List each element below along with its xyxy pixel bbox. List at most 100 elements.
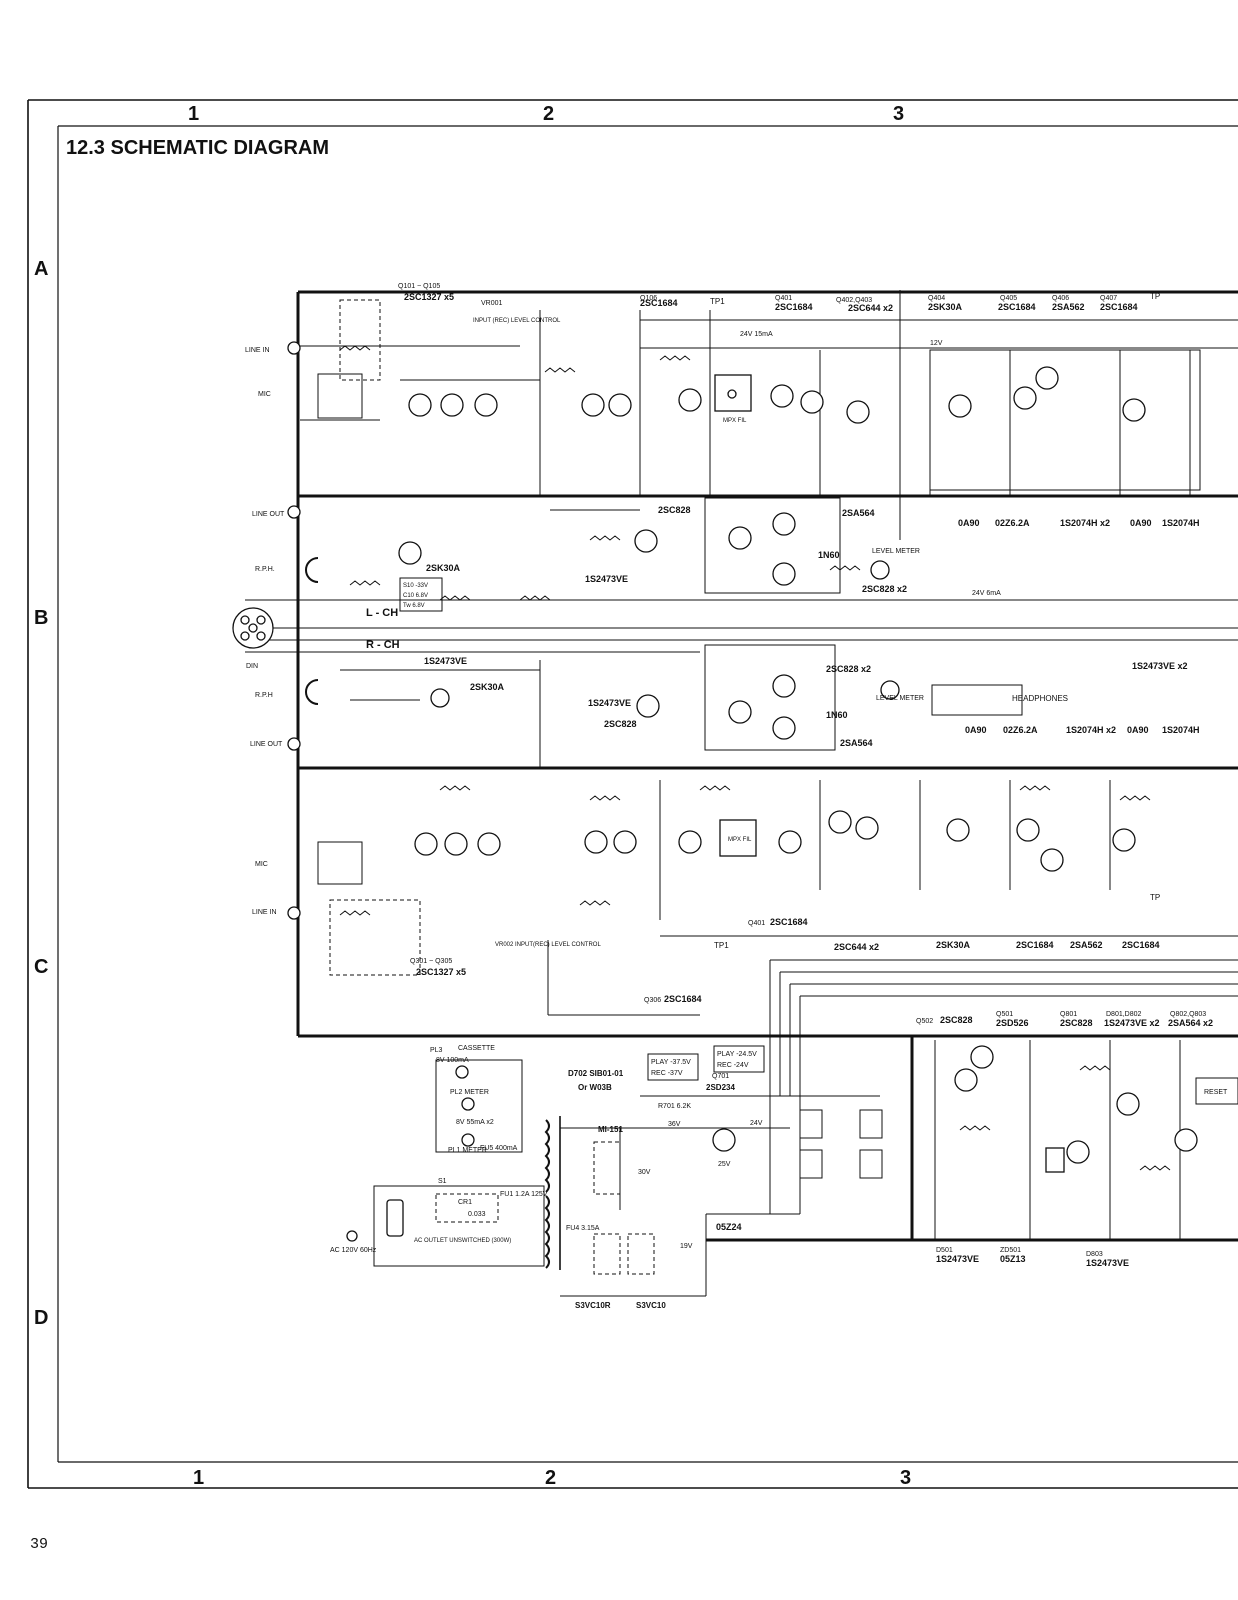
q701-type: 2SD234 <box>706 1083 735 1092</box>
q406-ref: Q406 <box>1052 295 1069 302</box>
q605b-type: 2SA564 <box>840 738 873 748</box>
line-in-label-lower: LINE IN <box>252 909 277 916</box>
play-rec-1: PLAY -37.5V <box>651 1059 691 1066</box>
grid-col-3-top: 3 <box>893 103 904 125</box>
d801-type: 1S2473VE x2 <box>1104 1018 1160 1028</box>
d-low-1: 0A90 <box>965 725 987 735</box>
q502-ref: Q502 <box>916 1018 933 1025</box>
transistor-q502 <box>954 1068 978 1092</box>
mic-label-lower: MIC <box>255 861 268 868</box>
q401-ref: Q401 <box>775 295 792 302</box>
pl1-label: PL1 METER <box>448 1147 487 1154</box>
q802-type: 2SA564 x2 <box>1168 1018 1213 1028</box>
mic-jack-lower <box>317 841 363 885</box>
q605-type: 2SA564 <box>842 508 875 518</box>
tp1-lower: TP1 <box>714 941 729 950</box>
play-rec-1b: REC -37V <box>651 1070 683 1077</box>
q306-ref: Q306 <box>644 997 661 1004</box>
switch-table-row-2: C10 6.8V <box>403 593 428 599</box>
grid-row-d: D <box>34 1307 48 1329</box>
q701-ref: Q701 <box>712 1073 729 1080</box>
play-rec-2b: REC -24V <box>717 1062 749 1069</box>
reset-circuit <box>934 1040 1238 1240</box>
d803-ref: D803 <box>1086 1251 1103 1258</box>
d-row-3: 1S2074H x2 <box>1060 518 1110 528</box>
level-meter-upper: LEVEL METER <box>872 548 920 555</box>
q404b-type: 2SK30A <box>936 940 971 950</box>
power-transformer <box>544 1119 550 1269</box>
ac-plug <box>346 1230 358 1242</box>
lamp-pl1 <box>461 1133 475 1147</box>
ac-outlet <box>386 1199 404 1237</box>
outlet-label: AC OUTLET UNSWITCHED (300W) <box>414 1238 511 1244</box>
r-ch-label: R - CH <box>366 639 400 651</box>
fu5-label: FU5 400mA <box>480 1145 518 1152</box>
d702-label: D702 SIB01-01 <box>568 1069 624 1078</box>
q601-type: 2SC828 x2 <box>862 584 907 594</box>
c-value-label: 0.033 <box>468 1211 486 1218</box>
q114-type: 2SK30A <box>426 563 461 573</box>
transistor-q803 <box>1174 1128 1198 1152</box>
transistor-q701 <box>712 1128 736 1152</box>
tp-lower: TP <box>1150 893 1160 902</box>
d201b-type: 1S2473VE <box>588 698 631 708</box>
tp1-upper: TP1 <box>710 297 725 306</box>
q501-type: 2SD526 <box>996 1018 1029 1028</box>
line-out-label-upper: LINE OUT <box>252 511 285 518</box>
line-out-jack-upper <box>287 505 301 519</box>
mic-jack-upper <box>317 373 363 419</box>
q106-type: 2SC1684 <box>640 298 678 308</box>
pl3-ref: PL3 <box>430 1047 443 1054</box>
line-in-label-upper: LINE IN <box>245 347 270 354</box>
q407-type: 2SC1684 <box>1100 302 1138 312</box>
d601b-type: 1N60 <box>826 710 848 720</box>
ac-label: AC 120V 60Hz <box>330 1247 377 1254</box>
pl3-rating: 8V 100mA <box>436 1057 469 1064</box>
q404-type: 2SK30A <box>928 302 963 312</box>
fu4-label: FU4 3.15A <box>566 1225 600 1232</box>
q407b-type: 2SC1684 <box>1122 940 1160 950</box>
ground-buses <box>245 290 1238 1242</box>
mic-label-upper: MIC <box>258 391 271 398</box>
zd501-ref: ZD501 <box>1000 1247 1021 1254</box>
headphones-label: HEADPHONES <box>1012 694 1068 703</box>
din-label: DIN <box>246 663 258 670</box>
q406-type: 2SA562 <box>1052 302 1085 312</box>
d-low-3: 1S2074H x2 <box>1066 725 1116 735</box>
pl3-cassette: CASSETTE <box>458 1045 495 1052</box>
d101-type: 1S2473VE <box>585 574 628 584</box>
level-meter-lower: LEVEL METER <box>876 695 924 702</box>
q401-type: 2SC1684 <box>775 302 813 312</box>
tp-upper: TP <box>1150 292 1160 301</box>
grid-row-a: A <box>34 258 48 280</box>
q112-type: 2SC828 <box>658 505 691 515</box>
q802-ref: Q802,Q803 <box>1170 1011 1206 1018</box>
fu1-label: FU1 1.2A 125V <box>500 1191 548 1198</box>
d-low-2: 02Z6.2A <box>1003 725 1038 735</box>
lower-channel-circuit <box>329 644 1151 1016</box>
q401b-ref: Q401 <box>748 920 765 927</box>
q402-type: 2SC644 x2 <box>848 303 893 313</box>
grid-col-1-bottom: 1 <box>193 1467 204 1489</box>
v36-label: 36V <box>668 1121 681 1128</box>
d-row-5: 1S2074H <box>1162 518 1200 528</box>
q212-type: 2SC828 <box>604 719 637 729</box>
q405b-type: 2SC1684 <box>1016 940 1054 950</box>
vr002-label: VR002 INPUT(REC) LEVEL CONTROL <box>495 942 601 948</box>
rph-label-upper: R.P.H. <box>255 566 275 573</box>
grid-col-3-bottom: 3 <box>900 1467 911 1489</box>
q214-type: 2SK30A <box>470 682 505 692</box>
d-low-5: 1S2074H <box>1162 725 1200 735</box>
frame <box>27 99 1238 1489</box>
v24-6ma: 24V 6mA <box>972 590 1001 597</box>
upper-part-labels: Q101 ~ Q105 2SC1327 x5 VR001 INPUT (REC)… <box>398 283 1200 597</box>
q101-type: 2SC1327 x5 <box>404 292 454 302</box>
q402b-type: 2SC644 x2 <box>834 942 879 952</box>
d501-ref: D501 <box>936 1247 953 1254</box>
line-in-jack-lower <box>287 906 301 920</box>
s1-label: S1 <box>438 1178 447 1185</box>
page-number: 39 <box>30 1536 49 1553</box>
q601b-type: 2SC828 x2 <box>826 664 871 674</box>
play-rec-2: PLAY -24.5V <box>717 1051 757 1058</box>
